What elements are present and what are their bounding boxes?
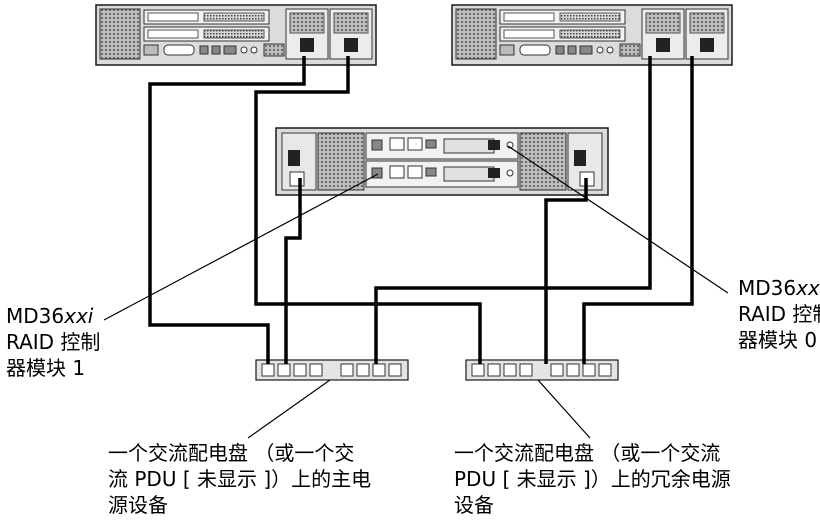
label-line: 器模块 0: [738, 328, 818, 352]
label-raid-controller-module-1: MD36xxi RAID 控制 器模块 1: [6, 303, 100, 381]
label-line: PDU [ 未显示 ]）上的冗余电源: [454, 467, 731, 491]
label-model-prefix: MD36: [738, 276, 797, 300]
power-cables: [148, 56, 694, 364]
leader-line-controller-0: [507, 145, 729, 294]
raid-controller-module-0: [365, 132, 519, 160]
leader-line-pdu-primary: [247, 379, 331, 439]
label-model: MD36xxi: [6, 303, 100, 329]
label-model-suffix: xxi: [796, 276, 820, 300]
label-line: 设备: [454, 493, 494, 517]
leader-line-pdu-redundant: [537, 379, 591, 439]
label-line: 流 PDU [ 未显示 ]）上的主电: [108, 467, 372, 491]
label-line: 源设备: [108, 493, 168, 517]
pdu-redundant-strip: [465, 359, 619, 381]
pdu-primary-strip: [255, 359, 409, 381]
raid-controller-module-1: [365, 160, 519, 188]
server-right: [451, 4, 733, 66]
label-line: 一个交流配电盘 （或一个交: [108, 441, 355, 465]
raid-enclosure: [275, 127, 609, 196]
label-line: 器模块 1: [6, 356, 86, 380]
leader-lines: [103, 145, 729, 439]
label-model-suffix: xxi: [64, 304, 94, 328]
power-cable: [284, 178, 302, 364]
label-line: 一个交流配电盘 （或一个交流: [454, 441, 721, 465]
power-cable: [148, 56, 306, 364]
power-cable: [374, 56, 652, 364]
label-model: MD36xxi: [738, 275, 820, 301]
power-cable: [254, 56, 482, 364]
server-left: [95, 4, 377, 66]
label-pdu-redundant: 一个交流配电盘 （或一个交流 PDU [ 未显示 ]）上的冗余电源 设备: [454, 440, 731, 518]
power-cable: [582, 56, 694, 364]
power-cable: [544, 178, 588, 364]
label-model-prefix: MD36: [6, 304, 65, 328]
label-pdu-primary: 一个交流配电盘 （或一个交 流 PDU [ 未显示 ]）上的主电 源设备: [108, 440, 371, 518]
label-line: RAID 控制: [738, 302, 820, 326]
label-raid-controller-module-0: MD36xxi RAID 控制 器模块 0: [738, 275, 820, 353]
leader-line-controller-1: [103, 173, 379, 321]
label-line: RAID 控制: [6, 330, 101, 354]
